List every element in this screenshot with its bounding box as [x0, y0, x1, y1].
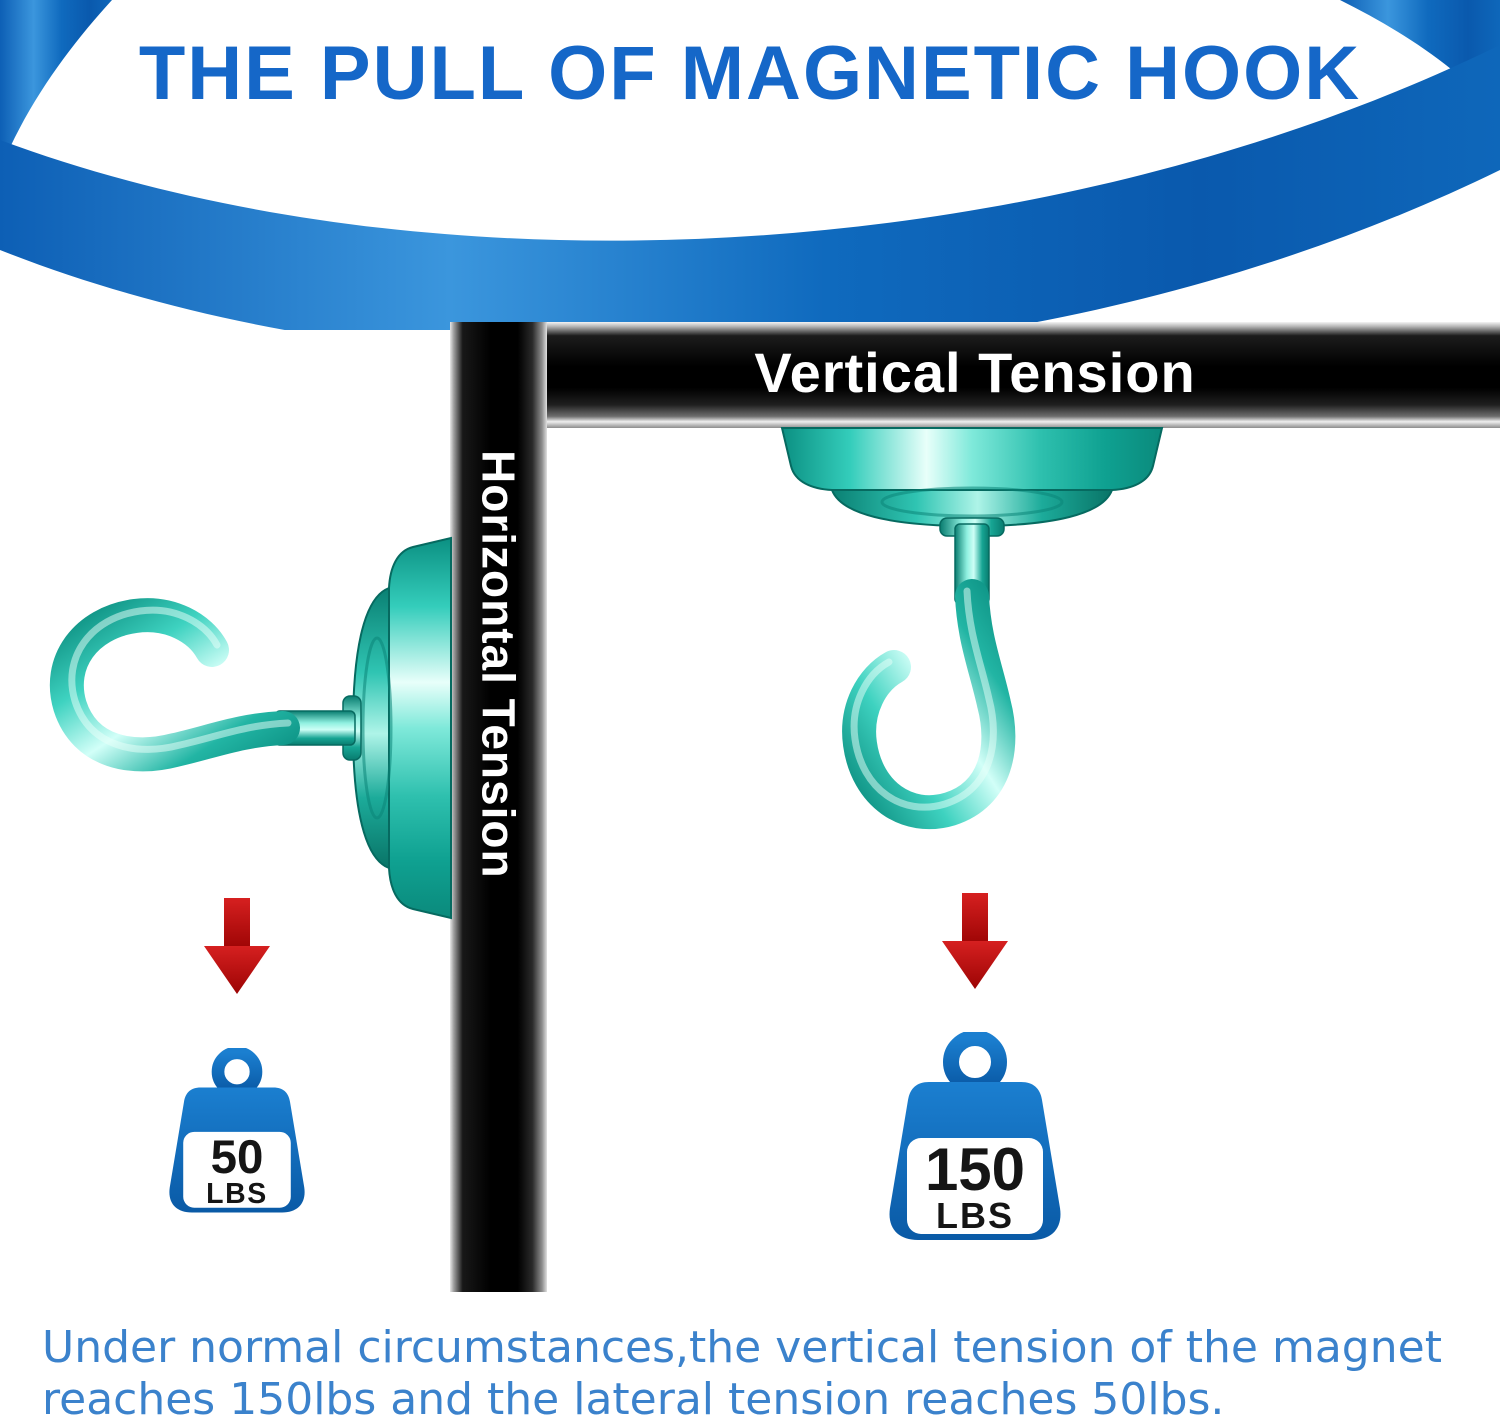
- caption-line-1: Under normal circumstances,the vertical …: [42, 1322, 1442, 1373]
- swoosh-band: [0, 45, 1500, 330]
- side-metal-bar: Horizontal Tension: [450, 322, 547, 1292]
- magnetic-hook-hanging-icon: [772, 424, 1172, 894]
- header-swoosh-graphic: [0, 0, 1500, 330]
- weight-right-value: 150: [925, 1136, 1025, 1203]
- red-down-arrow-icon: [204, 898, 270, 994]
- magnetic-hook-side-icon: [0, 528, 455, 928]
- swoosh-corner-right: [1340, 0, 1500, 115]
- page-title: THE PULL OF MAGNETIC HOOK: [138, 31, 1362, 116]
- weight-right-unit: LBS: [936, 1195, 1014, 1236]
- caption: Under normal circumstances,the vertical …: [42, 1322, 1482, 1422]
- red-down-arrow-icon: [942, 893, 1008, 989]
- swoosh-corner-left: [0, 0, 112, 170]
- weight-150lbs-icon: 150 LBS: [861, 1032, 1089, 1252]
- weight-left-value: 50: [211, 1131, 264, 1184]
- top-metal-bar: Vertical Tension: [450, 322, 1500, 428]
- weight-50lbs-icon: 50 LBS: [147, 1048, 327, 1222]
- weight-left-unit: LBS: [206, 1178, 268, 1210]
- horizontal-tension-label: Horizontal Tension: [472, 450, 525, 879]
- caption-line-2: reaches 150lbs and the lateral tension r…: [42, 1373, 1225, 1422]
- vertical-tension-label: Vertical Tension: [754, 340, 1196, 404]
